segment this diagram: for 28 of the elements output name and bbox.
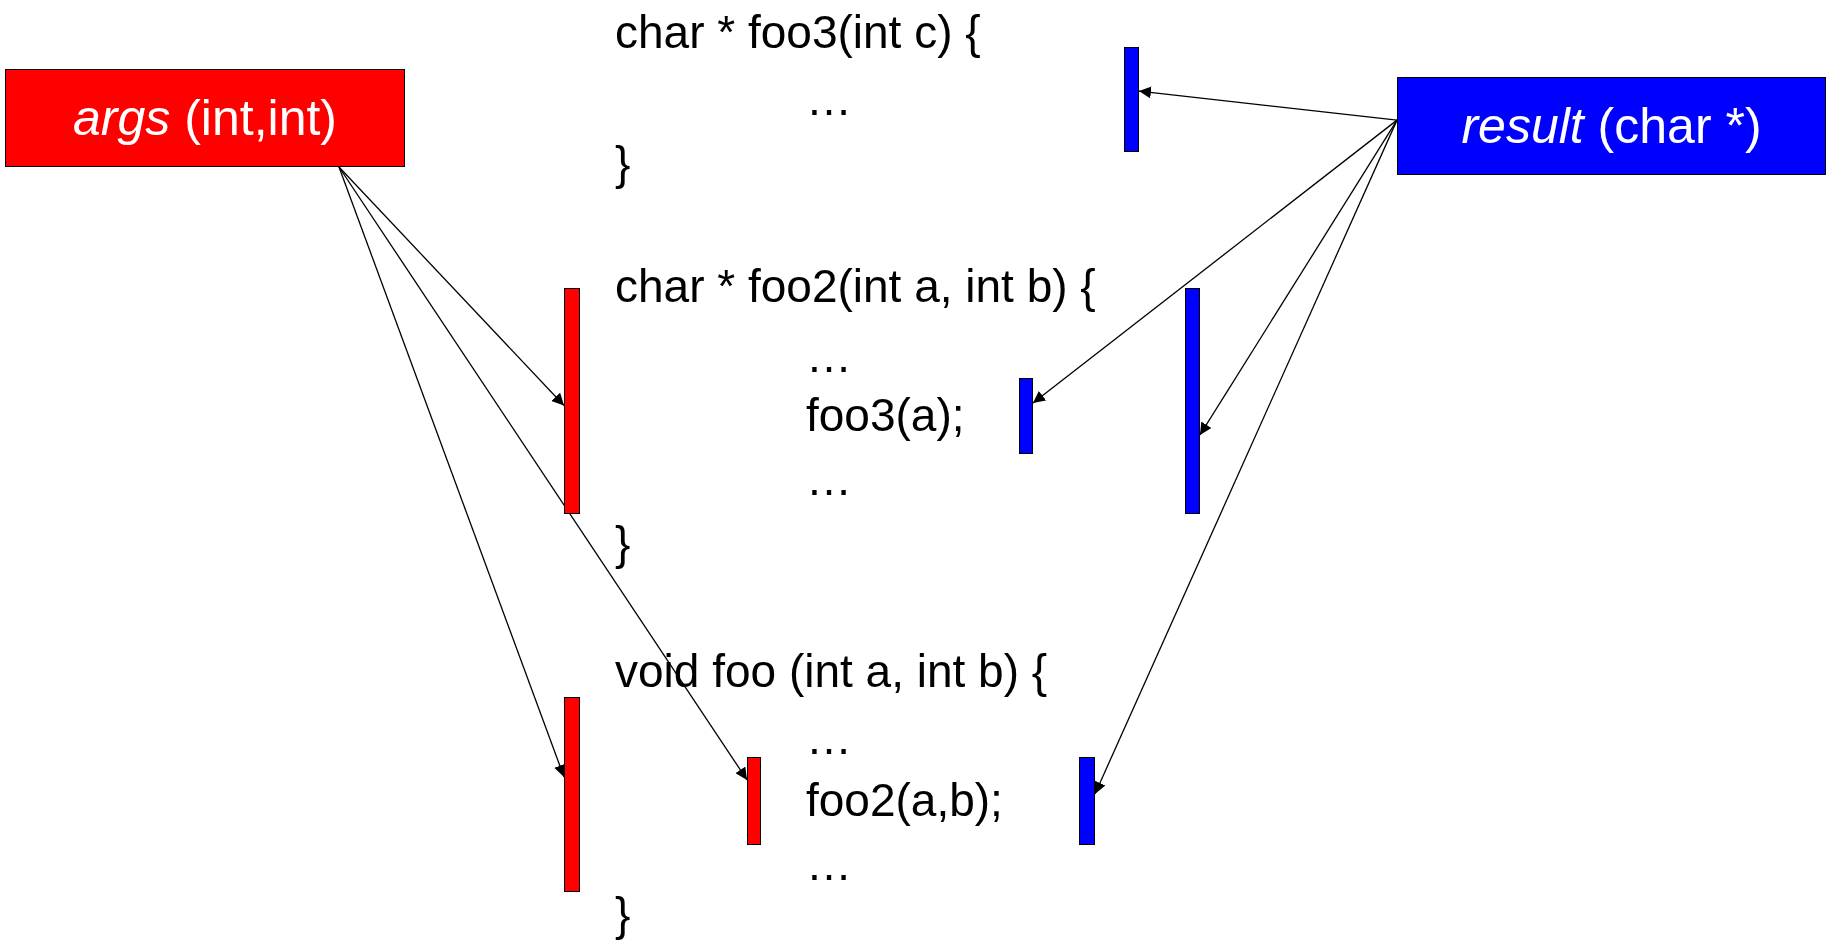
- code-line: …: [806, 329, 852, 384]
- code-line: }: [615, 887, 631, 942]
- type-label-box: args (int,int): [5, 69, 405, 167]
- code-line: char * foo2(int a, int b) {: [615, 259, 1096, 314]
- type-label-box: result (char *): [1397, 77, 1826, 175]
- code-line: …: [806, 711, 852, 766]
- code-line: …: [806, 72, 852, 127]
- marker-bar: [1124, 47, 1139, 152]
- arrow: [1138, 86, 1398, 121]
- code-line: }: [615, 136, 631, 191]
- marker-bar: [1185, 288, 1200, 514]
- marker-bar: [564, 697, 580, 892]
- arrow: [1199, 119, 1398, 436]
- code-line: foo2(a,b);: [806, 773, 1003, 828]
- marker-bar: [1079, 757, 1095, 845]
- code-line: char * foo3(int c) {: [615, 5, 981, 60]
- arrow: [1032, 119, 1398, 404]
- marker-bar: [564, 288, 580, 514]
- arrow: [338, 166, 565, 407]
- code-line: foo3(a);: [806, 388, 965, 443]
- arrow: [338, 166, 748, 781]
- marker-bar: [1019, 378, 1033, 454]
- arrow: [1094, 119, 1398, 795]
- marker-bar: [747, 757, 761, 845]
- code-line: …: [806, 452, 852, 507]
- code-line: }: [615, 516, 631, 571]
- arrow: [338, 166, 566, 778]
- code-line: …: [806, 837, 852, 892]
